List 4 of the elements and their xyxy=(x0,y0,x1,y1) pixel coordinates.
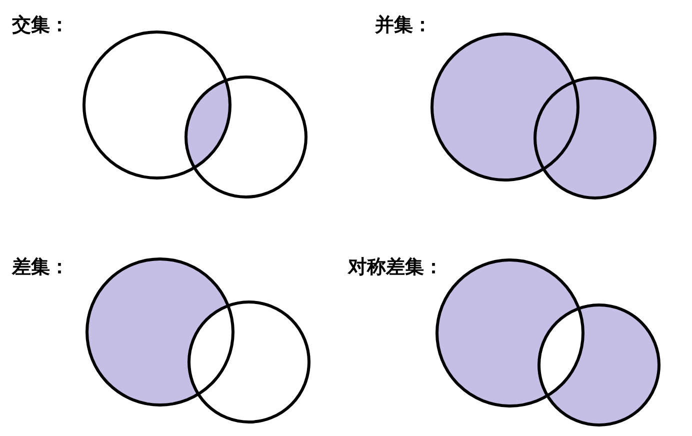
set-operation-label: 差集： xyxy=(12,256,69,278)
set-operation-label: 交集： xyxy=(12,14,69,36)
set-operation-label: 并集： xyxy=(375,14,432,36)
set-operation-label: 对称差集： xyxy=(348,256,443,278)
